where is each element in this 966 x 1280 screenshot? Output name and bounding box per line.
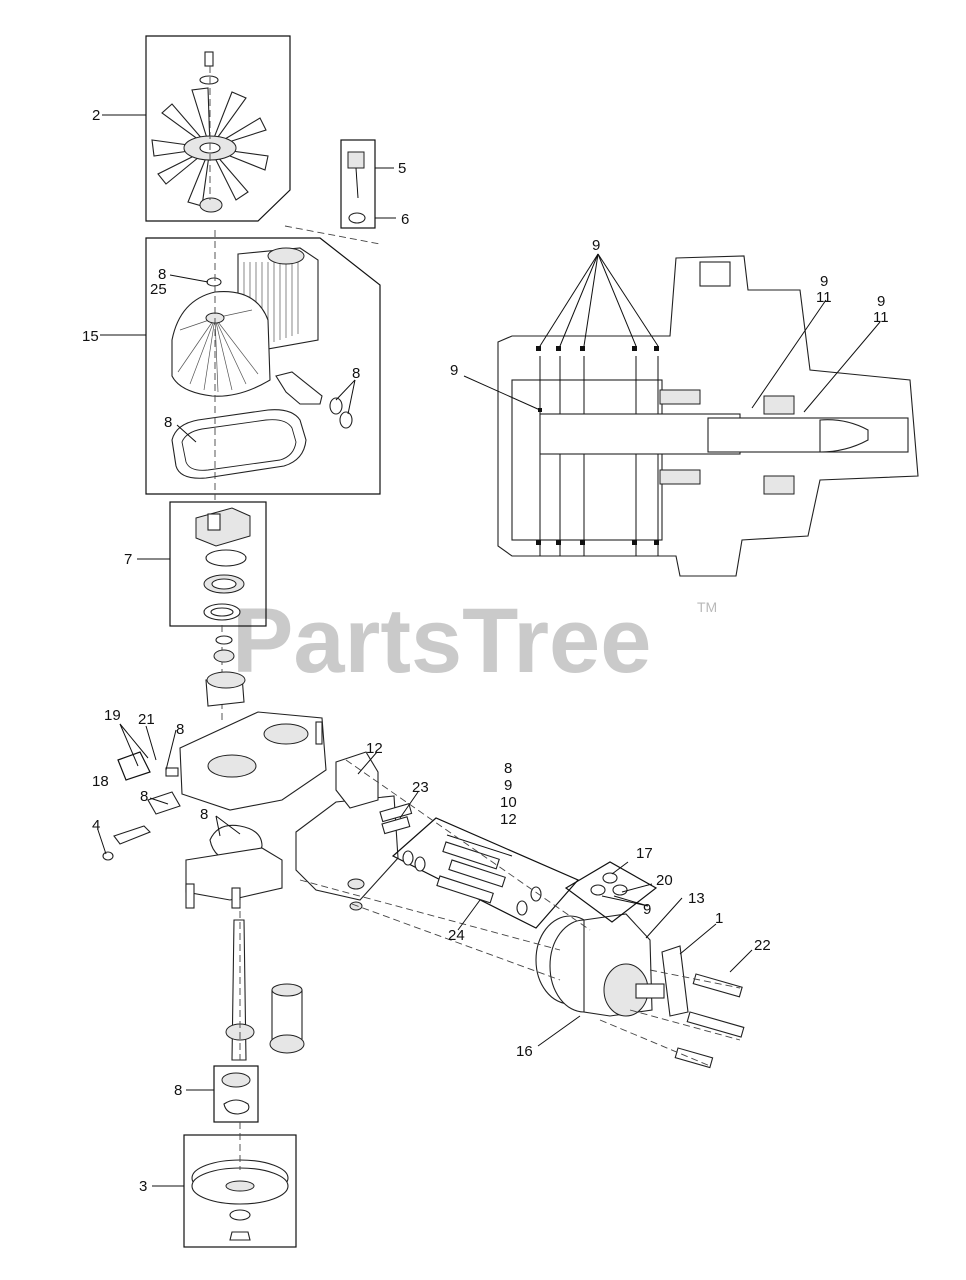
motor-housing [295,751,745,1069]
callout-12: 12 [366,740,383,757]
watermark: PartsTree [232,590,651,692]
callout-15: 15 [82,328,99,345]
callout-8-plug: 8 [140,788,148,805]
callout-11-section-r2: 11 [873,309,889,326]
callout-8-seal: 8 [200,806,208,823]
vent-cap-assembly [340,139,396,229]
callout-kit-12: 12 [500,811,517,828]
callout-23: 23 [412,779,429,796]
callout-9-section-top: 9 [592,237,600,254]
pulley-assembly [152,1122,297,1248]
callout-22: 22 [754,937,771,954]
callout-8-cover: 8 [158,266,166,283]
callout-kit-10: 10 [500,794,517,811]
callout-2: 2 [92,107,100,124]
callout-labels: 2 5 6 8 25 15 8 8 7 19 21 8 18 8 8 4 12 … [82,107,889,1195]
callout-7: 7 [124,551,132,568]
center-section [102,711,327,1061]
callout-8-valve: 8 [176,721,184,738]
callout-21: 21 [138,711,155,728]
callout-9-section-r2: 9 [877,293,885,310]
callout-19: 19 [104,707,121,724]
callout-9-valve: 9 [643,901,651,918]
callout-9-section-left: 9 [450,362,458,379]
callout-13: 13 [688,890,705,907]
callout-9-section-r1: 9 [820,273,828,290]
leader-lines [97,253,881,1047]
callout-24: 24 [448,927,465,944]
callout-kit-8: 8 [504,760,512,777]
callout-25: 25 [150,281,167,298]
input-bearing-assembly [186,1065,259,1123]
callout-8-bearing: 8 [174,1082,182,1099]
callout-8-gasket: 8 [164,414,172,431]
callout-1: 1 [715,910,723,927]
callout-18: 18 [92,773,109,790]
wheel-motor [535,913,689,1017]
callout-8-pin: 8 [352,365,360,382]
bearing-stack-assembly [137,501,267,627]
watermark-trademark: TM [697,599,717,615]
callout-11-section-r1: 11 [816,289,832,306]
callout-kit-9: 9 [504,777,512,794]
pump-rotor-parts [205,625,246,720]
callout-20: 20 [656,872,673,889]
callout-3: 3 [139,1178,147,1195]
callout-16: 16 [516,1043,533,1060]
callout-6: 6 [401,211,409,228]
fan-assembly [102,35,291,222]
callout-5: 5 [398,160,406,177]
callout-4: 4 [92,817,100,834]
housing-cover-assembly [100,225,381,500]
cross-section-view [497,255,919,577]
callout-17: 17 [636,845,653,862]
